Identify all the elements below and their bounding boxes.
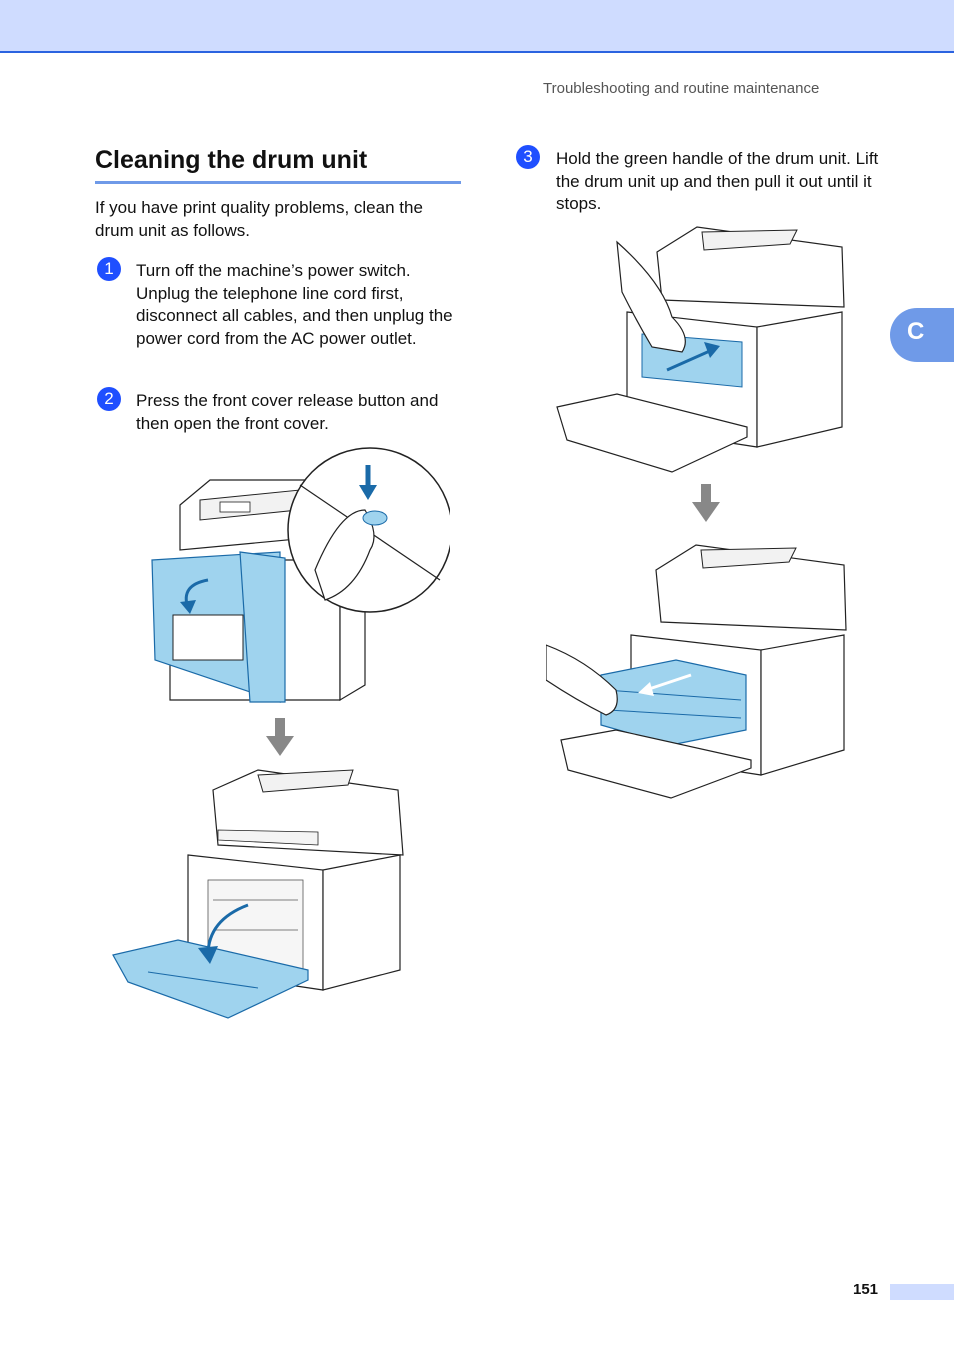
step-1-text: Turn off the machine’s power switch. Unp… (136, 261, 453, 348)
step-3-badge: 3 (516, 145, 540, 169)
page-number: 151 (853, 1281, 879, 1298)
running-head: Troubleshooting and routine maintenance (543, 80, 820, 97)
illustration-front-cover-open (108, 760, 408, 1025)
page-tab (890, 1284, 954, 1300)
step-1-badge: 1 (97, 257, 121, 281)
chapter-tab (890, 308, 954, 362)
chapter-letter: C (907, 318, 925, 345)
illustration-lift-drum-unit (552, 222, 852, 474)
illustration-pull-drum-unit (546, 540, 851, 802)
down-arrow-icon (266, 718, 294, 756)
down-arrow-icon-2 (692, 484, 720, 522)
step-2-text: Press the front cover release button and… (136, 391, 439, 433)
intro-paragraph: If you have print quality problems, clea… (95, 198, 423, 240)
section-title: Cleaning the drum unit (95, 146, 368, 174)
step-3-text: Hold the green handle of the drum unit. … (556, 149, 879, 213)
step-2-badge: 2 (97, 387, 121, 411)
title-rule (95, 181, 461, 184)
illustration-press-release-button (140, 440, 450, 710)
top-band (0, 0, 954, 53)
